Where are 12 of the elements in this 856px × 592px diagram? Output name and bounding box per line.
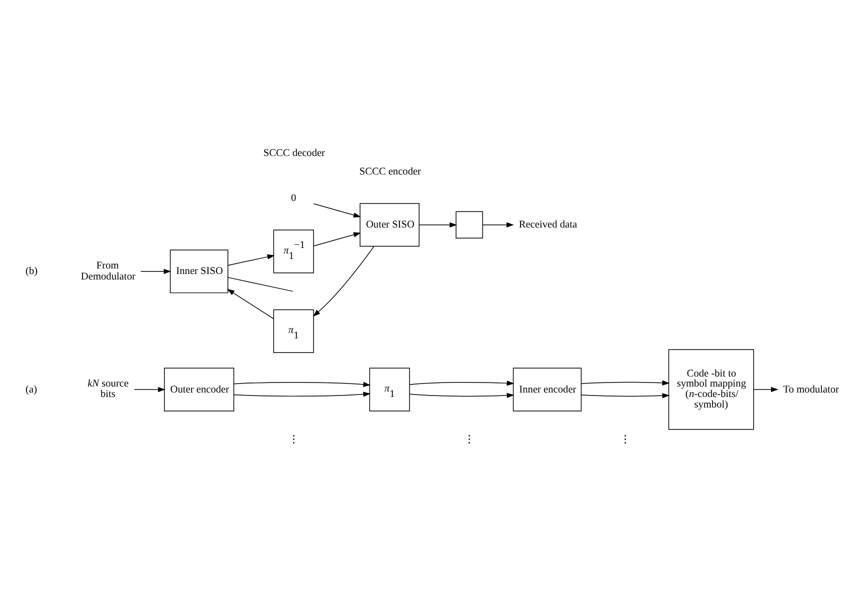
label: (a) bbox=[26, 384, 38, 395]
label: SCCC encoder bbox=[359, 166, 422, 177]
label: ⋮ bbox=[464, 434, 474, 445]
node-text: To modulator bbox=[783, 384, 839, 395]
label: ⋮ bbox=[620, 434, 630, 445]
node-text: Received data bbox=[518, 219, 578, 230]
node-text: From Demodulator bbox=[80, 260, 136, 282]
label: ⋮ bbox=[288, 434, 298, 445]
node-text: 0 bbox=[291, 192, 296, 204]
label: SCCC decoder bbox=[263, 147, 326, 158]
node-text: kN source bits bbox=[88, 378, 129, 400]
label: (b) bbox=[26, 266, 38, 277]
